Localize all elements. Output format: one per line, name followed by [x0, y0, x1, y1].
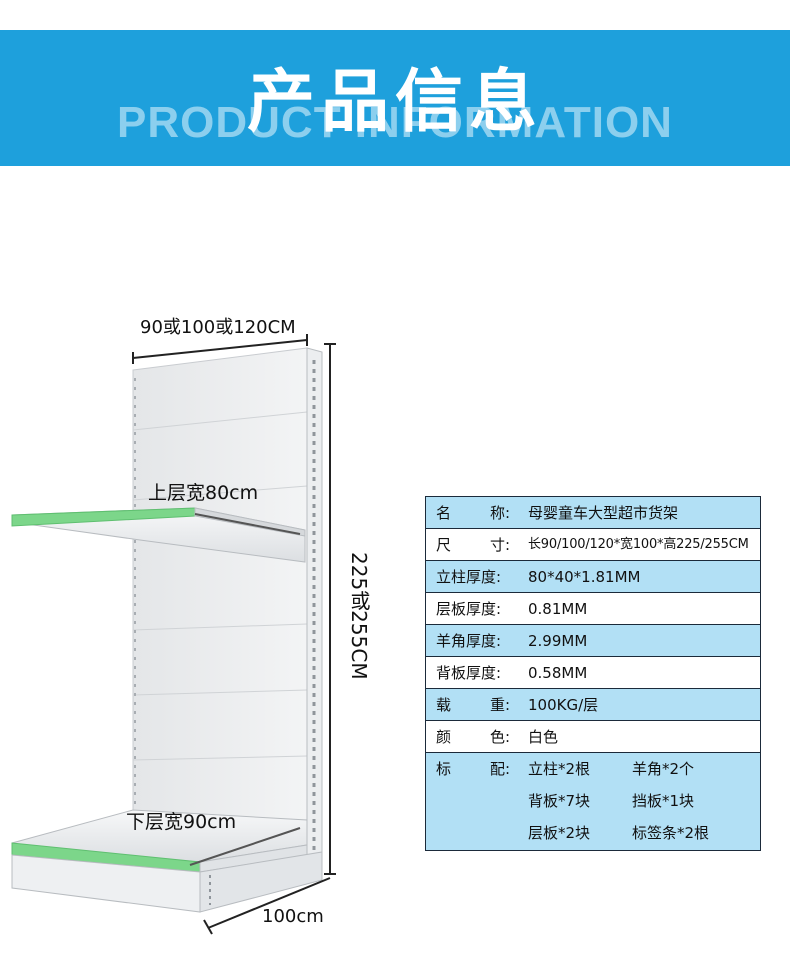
- dimension-lines: [132, 334, 336, 935]
- config-item: 立柱*2根: [528, 760, 591, 778]
- spec-row-color: 颜 色: 白色: [426, 721, 760, 753]
- spec-value: 0.58MM: [528, 664, 588, 682]
- spec-key: 配:: [489, 760, 510, 778]
- spec-key: 颜: [436, 728, 452, 746]
- header-title: 产品信息: [246, 63, 543, 142]
- upper-shelf: [11, 507, 306, 563]
- config-item: 标签条*2根: [632, 824, 710, 842]
- spec-table: 名 称: 母婴童车大型超市货架 尺 寸: 长90/100/120*宽100*高225…: [425, 496, 761, 851]
- spec-key: 立柱厚度:: [436, 568, 502, 586]
- spec-row-shelf: 层板厚度: 0.81MM: [426, 593, 760, 625]
- spec-row-name: 名 称: 母婴童车大型超市货架: [426, 497, 760, 529]
- spec-key: 尺: [436, 536, 452, 554]
- spec-key: 重:: [489, 696, 510, 714]
- spec-key: 寸:: [489, 536, 510, 554]
- shelf-illustration: [11, 334, 336, 935]
- spec-row-config: 标 配: 立柱*2根 羊角*2个 背板*7块 挡板*1块 层板*2块 标签条*2根: [426, 753, 760, 850]
- config-items: 立柱*2根 羊角*2个 背板*7块 挡板*1块 层板*2块 标签条*2根: [522, 753, 742, 849]
- spec-key: 色:: [489, 728, 510, 746]
- spec-row-load: 载 重: 100KG/层: [426, 689, 760, 721]
- spec-value: 白色: [528, 728, 559, 746]
- spec-key: 载: [436, 696, 452, 714]
- upper-shelf-label: 上层宽80cm: [148, 482, 259, 504]
- config-item: 挡板*1块: [632, 792, 695, 810]
- depth-label: 100cm: [262, 906, 324, 927]
- spec-key: 背板厚度:: [436, 664, 502, 682]
- spec-value: 80*40*1.81MM: [528, 568, 641, 586]
- spec-value: 0.81MM: [528, 600, 588, 618]
- config-item: 背板*7块: [528, 792, 591, 810]
- spec-key: 羊角厚度:: [436, 632, 502, 650]
- lower-shelf: [11, 809, 323, 913]
- spec-value: 母婴童车大型超市货架: [528, 504, 679, 522]
- config-item: 羊角*2个: [632, 760, 695, 778]
- spec-key: 名: [436, 504, 452, 522]
- spec-key: 层板厚度:: [436, 600, 502, 618]
- spec-value: 长90/100/120*宽100*高225/255CM: [528, 537, 749, 552]
- spec-value: 100KG/层: [528, 696, 599, 714]
- spec-value: 2.99MM: [528, 632, 588, 650]
- width-label: 90或100或120CM: [140, 317, 296, 338]
- config-item: 层板*2块: [528, 824, 591, 842]
- spec-row-post: 立柱厚度: 80*40*1.81MM: [426, 561, 760, 593]
- spec-row-bracket: 羊角厚度: 2.99MM: [426, 625, 760, 657]
- spec-key: 标: [436, 760, 452, 778]
- spec-row-backboard: 背板厚度: 0.58MM: [426, 657, 760, 689]
- height-label: 225或255CM: [347, 552, 371, 680]
- header-banner: PRODUCT INFORMATION 产品信息: [0, 30, 790, 166]
- back-panel: [132, 347, 308, 861]
- lower-shelf-label: 下层宽90cm: [126, 811, 237, 833]
- spec-row-size: 尺 寸: 长90/100/120*宽100*高225/255CM: [426, 529, 760, 561]
- spec-key: 称:: [489, 504, 510, 522]
- header-subtitle: PRODUCT INFORMATION: [117, 98, 673, 147]
